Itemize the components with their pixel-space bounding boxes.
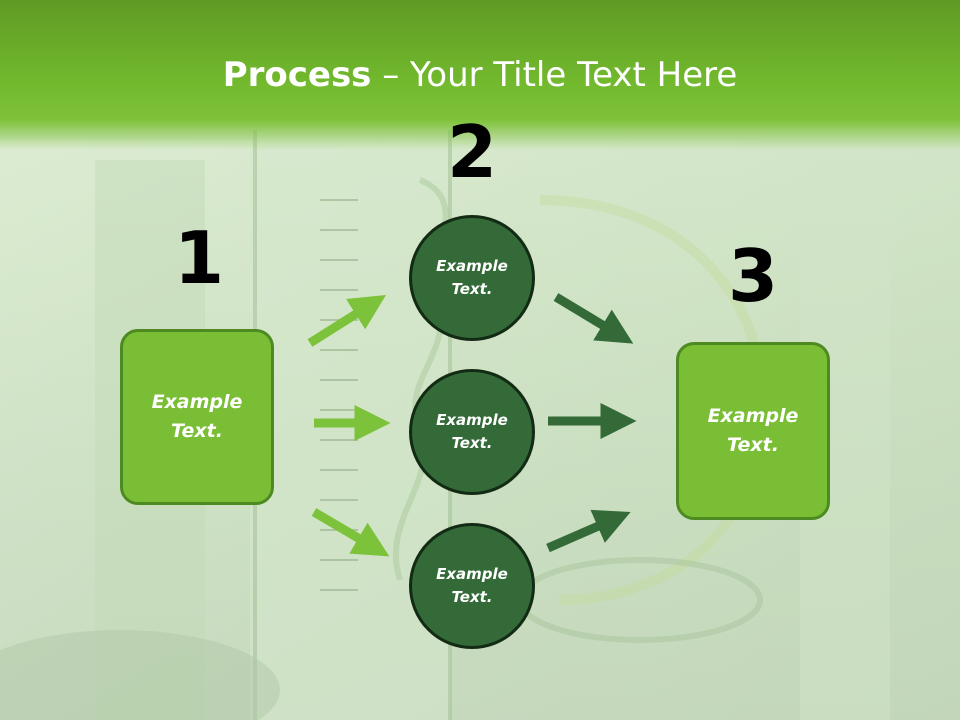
step-3-number: 3 xyxy=(727,234,779,318)
step-2-circle-top[interactable]: Example Text. xyxy=(409,215,535,341)
step-2-number: 2 xyxy=(446,110,498,194)
step-3-box[interactable]: Example Text. xyxy=(676,342,830,520)
arrow-1-to-bottom xyxy=(311,508,390,557)
title-banner xyxy=(0,0,960,150)
step-1-number: 1 xyxy=(173,216,225,300)
slide-title: Process – Your Title Text Here xyxy=(0,52,960,98)
step-2-circle-middle[interactable]: Example Text. xyxy=(409,369,535,495)
title-bold: Process xyxy=(222,55,372,95)
title-rest: – Your Title Text Here xyxy=(371,55,738,95)
arrow-1-to-top xyxy=(307,294,387,347)
arrow-bottom-to-3 xyxy=(546,509,631,553)
step-1-box[interactable]: Example Text. xyxy=(120,329,274,505)
step-2-circle-bottom[interactable]: Example Text. xyxy=(409,523,535,649)
arrow-top-to-3 xyxy=(553,293,634,344)
